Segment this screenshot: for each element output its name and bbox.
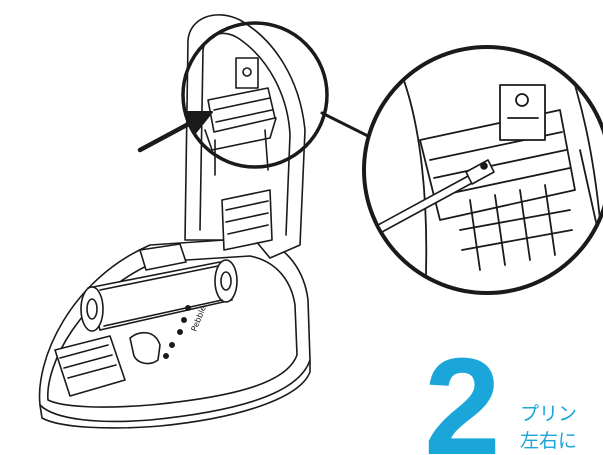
magnifier-circle-small: [181, 21, 329, 169]
print-head: [204, 57, 277, 176]
step-text-line2: 左右に: [520, 430, 578, 452]
step-text-line1: プリン: [520, 403, 578, 425]
screwdriver-icon: [377, 159, 495, 233]
printer-base: [38, 237, 311, 423]
control-buttons: [163, 304, 192, 359]
printer-lid: [184, 14, 306, 259]
step-number: 2: [424, 330, 501, 455]
card-hopper: [54, 335, 126, 397]
ribbon-cartridge: [80, 243, 238, 332]
pointer-arrow-icon: [137, 111, 213, 153]
